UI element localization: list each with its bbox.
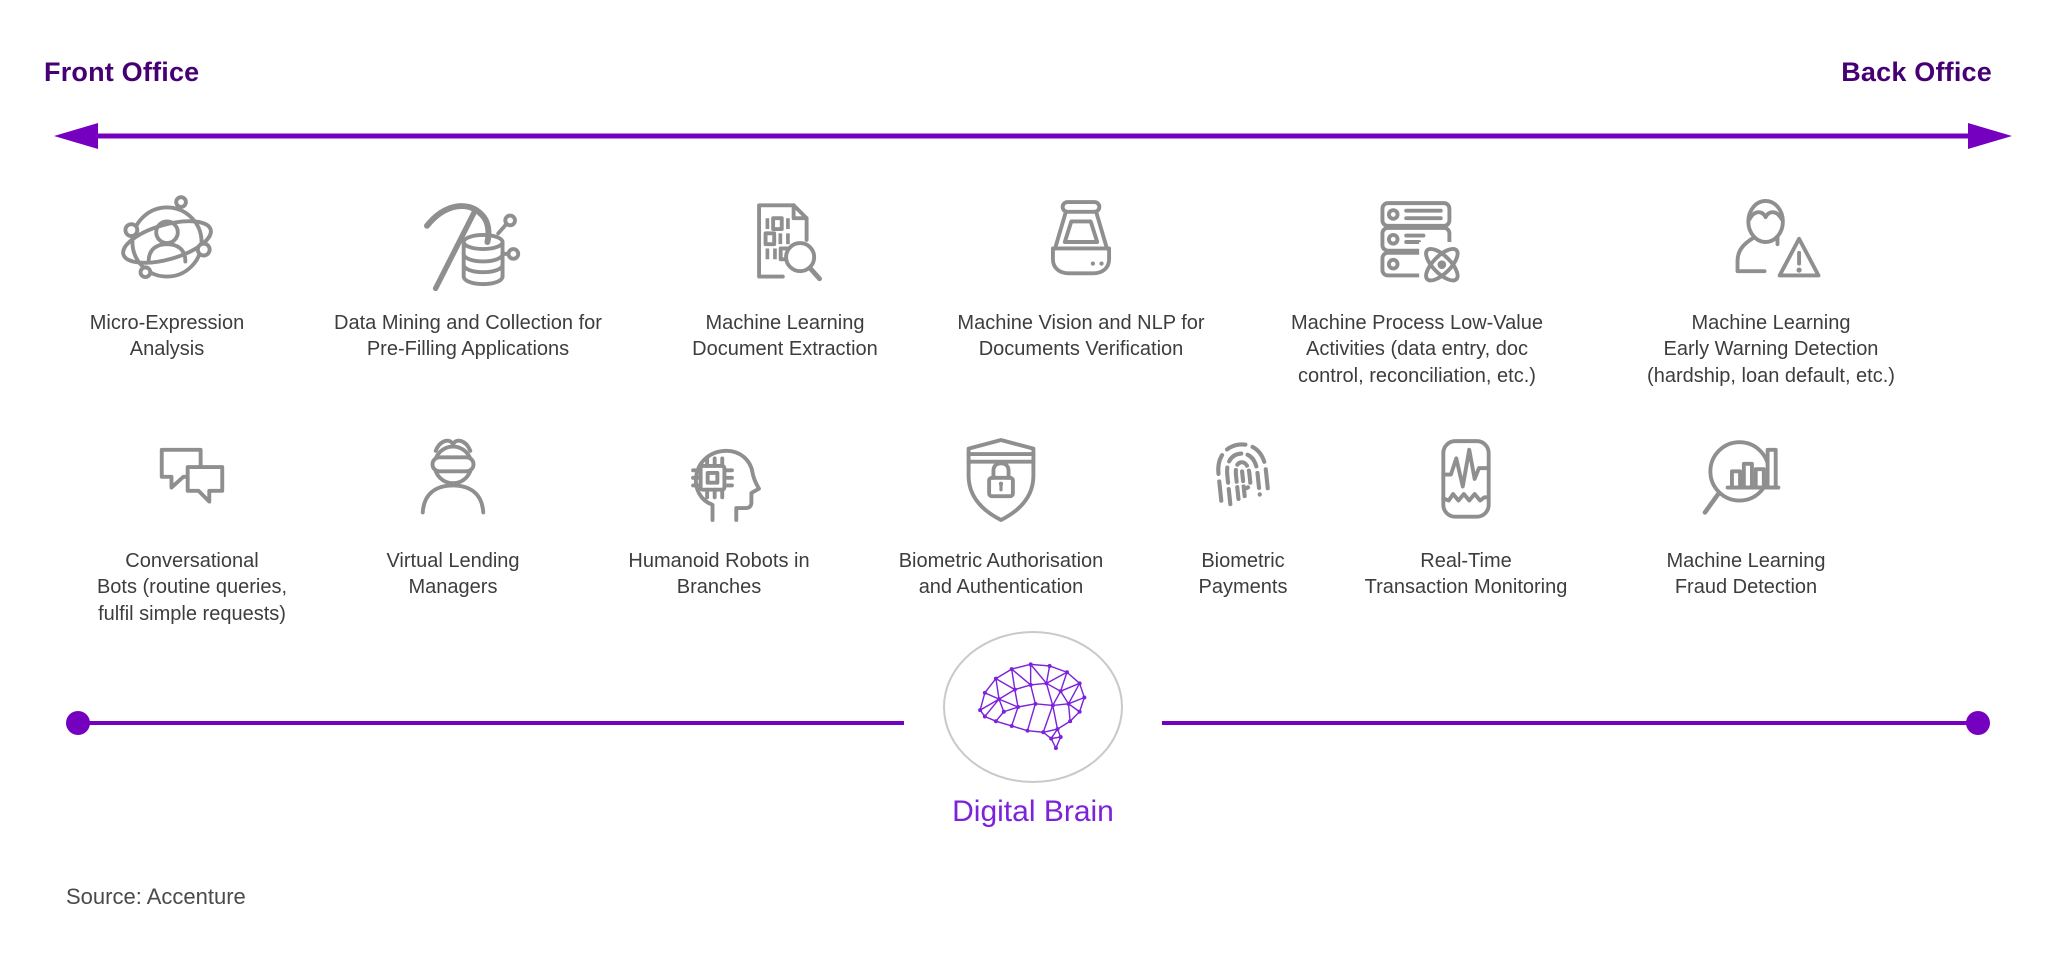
capability-biometric-payments: Biometric Payments <box>1143 424 1343 601</box>
capability-label: Machine Learning Document Extraction <box>692 312 878 361</box>
capability-biometric-auth: Biometric Authorisation and Authenticati… <box>846 424 1156 601</box>
monitor-waveform-icon <box>1412 424 1520 536</box>
capability-micro-expression: Micro-Expression Analysis <box>2 186 332 363</box>
machine-vision-scanner-icon <box>1027 186 1135 298</box>
brain-connector-line-right <box>1162 721 1978 725</box>
server-atom-icon <box>1363 186 1471 298</box>
document-extraction-icon <box>731 186 839 298</box>
digital-brain-ellipse <box>943 631 1123 783</box>
person-warning-icon <box>1717 186 1825 298</box>
capability-humanoid-robots: Humanoid Robots in Branches <box>569 424 869 601</box>
capability-label: Virtual Lending Managers <box>386 550 520 599</box>
capability-conversational-bots: Conversational Bots (routine queries, fu… <box>42 424 342 627</box>
capability-virtual-lending: Virtual Lending Managers <box>323 424 583 601</box>
source-note: Source: Accenture <box>66 884 246 909</box>
capability-label: Machine Vision and NLP for Documents Ver… <box>957 312 1205 361</box>
capability-label: Biometric Authorisation and Authenticati… <box>898 550 1104 599</box>
connector-dot-left <box>66 711 90 735</box>
micro-expression-icon <box>113 186 221 298</box>
fingerprint-icon <box>1189 424 1297 536</box>
brain-connector-line-left <box>78 721 904 725</box>
capability-machine-vision: Machine Vision and NLP for Documents Ver… <box>901 186 1261 363</box>
capability-data-mining: Data Mining and Collection for Pre-Filli… <box>288 186 648 363</box>
polygonal-brain-icon <box>978 662 1087 751</box>
capability-label: Machine Learning Fraud Detection <box>1666 550 1826 599</box>
front-back-axis-arrow-icon <box>54 123 2012 149</box>
capability-low-value-activities: Machine Process Low-Value Activities (da… <box>1237 186 1597 389</box>
magnifier-chart-icon <box>1692 424 1800 536</box>
chat-bubbles-icon <box>138 424 246 536</box>
capability-label: Biometric Payments <box>1198 550 1288 599</box>
capability-label: Data Mining and Collection for Pre-Filli… <box>334 312 602 361</box>
capability-label: Machine Process Low-Value Activities (da… <box>1291 312 1543 387</box>
capability-document-extraction: Machine Learning Document Extraction <box>620 186 950 363</box>
capability-label: Humanoid Robots in Branches <box>628 550 810 599</box>
capability-transaction-monitoring: Real-Time Transaction Monitoring <box>1316 424 1616 601</box>
front-office-label: Front Office <box>44 57 200 87</box>
digital-brain-label: Digital Brain <box>952 795 1114 828</box>
capability-early-warning: Machine Learning Early Warning Detection… <box>1586 186 1956 389</box>
capability-label: Micro-Expression Analysis <box>89 312 245 361</box>
capability-label: Conversational Bots (routine queries, fu… <box>96 550 288 625</box>
vr-headset-person-icon <box>399 424 507 536</box>
capability-label: Machine Learning Early Warning Detection… <box>1647 312 1895 387</box>
capability-fraud-detection: Machine Learning Fraud Detection <box>1596 424 1896 601</box>
data-mining-icon <box>414 186 522 298</box>
head-chip-icon <box>665 424 773 536</box>
shield-lock-icon <box>947 424 1055 536</box>
capability-label: Real-Time Transaction Monitoring <box>1364 550 1568 599</box>
connector-dot-right <box>1966 711 1990 735</box>
back-office-label: Back Office <box>1841 57 1992 87</box>
